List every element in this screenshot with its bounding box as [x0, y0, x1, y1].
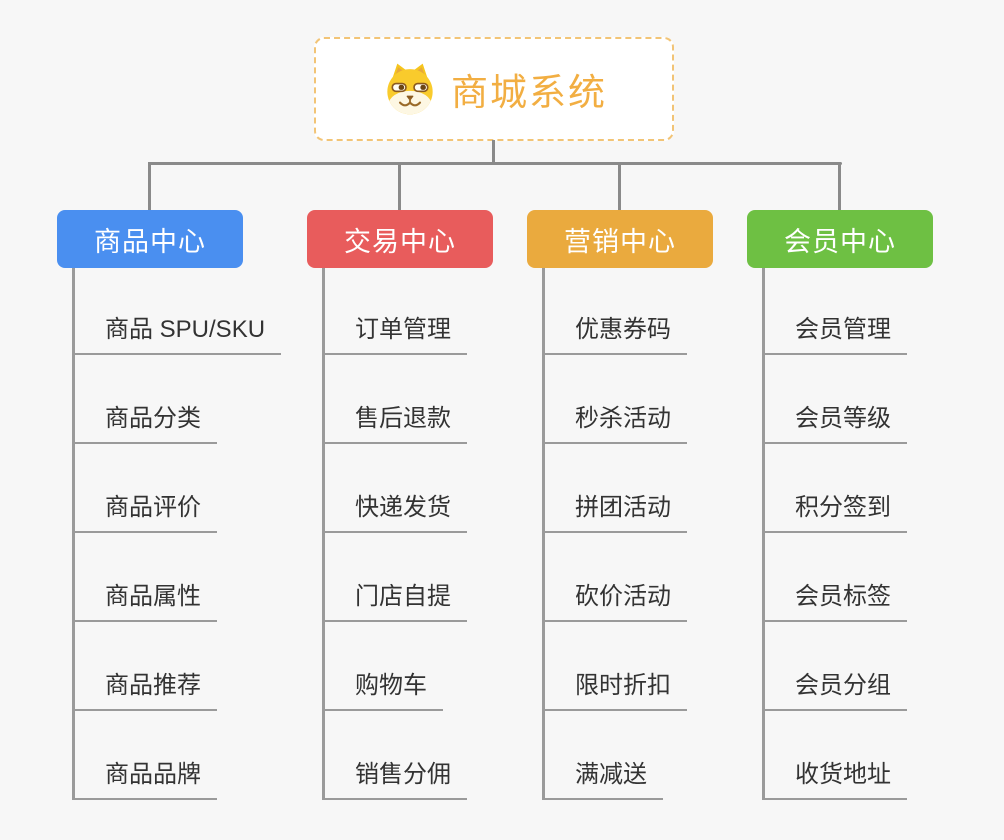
- shiba-dog-icon: [381, 60, 439, 118]
- leaf-topic[interactable]: 会员分组: [762, 668, 907, 711]
- leaf-topic[interactable]: 砍价活动: [542, 579, 687, 622]
- branch-header-marketing-center[interactable]: 营销中心: [527, 210, 713, 268]
- branch-header-label: 商品中心: [94, 226, 206, 257]
- branch-spine: [542, 268, 545, 800]
- branch-header-label: 会员中心: [784, 226, 896, 257]
- leaf-topic[interactable]: 销售分佣: [322, 757, 467, 800]
- leaf-topic[interactable]: 商品评价: [72, 490, 217, 533]
- leaf-topic[interactable]: 限时折扣: [542, 668, 687, 711]
- branch-marketing-center: 营销中心 优惠券码 秒杀活动 拼团活动 砍价活动 限时折扣 满减送: [527, 210, 777, 810]
- branch-trade-center: 交易中心 订单管理 售后退款 快递发货 门店自提 购物车 销售分佣: [307, 210, 557, 810]
- branch-header-trade-center[interactable]: 交易中心: [307, 210, 493, 268]
- branch-header-product-center[interactable]: 商品中心: [57, 210, 243, 268]
- leaf-topic[interactable]: 拼团活动: [542, 490, 687, 533]
- leaf-topic[interactable]: 商品 SPU/SKU: [72, 312, 282, 355]
- branch-spine: [72, 268, 75, 800]
- connector-root-stem: [492, 140, 495, 164]
- connector-drop-members: [838, 162, 841, 211]
- branch-header-label: 营销中心: [564, 226, 676, 257]
- branch-header-member-center[interactable]: 会员中心: [747, 210, 933, 268]
- branch-member-center: 会员中心 会员管理 会员等级 积分签到 会员标签 会员分组 收货地址: [747, 210, 997, 810]
- leaf-topic[interactable]: 购物车: [322, 668, 443, 711]
- leaf-topic[interactable]: 会员管理: [762, 312, 907, 355]
- root-topic-mall-system[interactable]: 商城系统: [314, 37, 674, 141]
- connector-drop-trade: [398, 162, 401, 211]
- leaf-topic[interactable]: 商品属性: [72, 579, 217, 622]
- leaf-topic[interactable]: 快递发货: [322, 490, 467, 533]
- branch-spine: [322, 268, 325, 800]
- leaf-topic[interactable]: 会员标签: [762, 579, 907, 622]
- leaf-topic[interactable]: 商品推荐: [72, 668, 217, 711]
- leaf-topic[interactable]: 订单管理: [322, 312, 467, 355]
- branch-product-center: 商品中心 商品 SPU/SKU 商品分类 商品评价 商品属性 商品推荐 商品品牌: [57, 210, 307, 810]
- leaf-topic[interactable]: 商品品牌: [72, 757, 217, 800]
- leaf-topic[interactable]: 收货地址: [762, 757, 907, 800]
- leaf-topic[interactable]: 积分签到: [762, 490, 907, 533]
- connector-horizontal: [148, 162, 842, 165]
- branch-header-label: 交易中心: [344, 226, 456, 257]
- root-topic-title: 商城系统: [451, 72, 607, 113]
- leaf-topic[interactable]: 售后退款: [322, 401, 467, 444]
- leaf-topic[interactable]: 商品分类: [72, 401, 217, 444]
- leaf-topic[interactable]: 门店自提: [322, 579, 467, 622]
- leaf-topic[interactable]: 秒杀活动: [542, 401, 687, 444]
- connector-drop-products: [148, 162, 151, 211]
- leaf-topic[interactable]: 满减送: [542, 757, 663, 800]
- branch-spine: [762, 268, 765, 800]
- leaf-topic[interactable]: 会员等级: [762, 401, 907, 444]
- leaf-topic[interactable]: 优惠券码: [542, 312, 687, 355]
- connector-drop-marketing: [618, 162, 621, 211]
